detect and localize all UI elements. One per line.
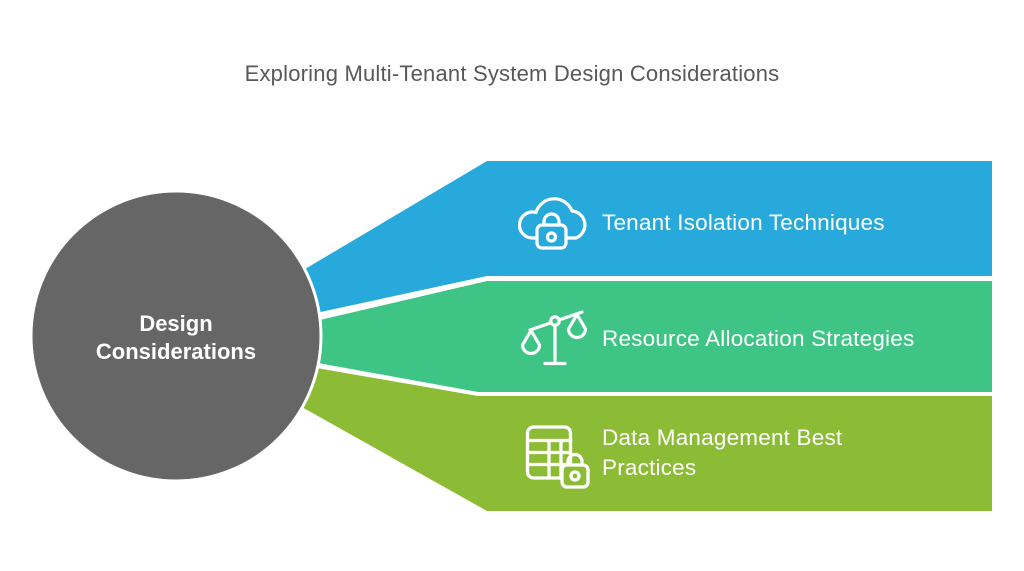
scale-right-pan <box>566 312 588 340</box>
table-lock-icon <box>525 425 590 489</box>
band-shape-resource-allocation <box>307 281 992 392</box>
cloud-lock-icon <box>518 197 587 250</box>
lock-shackle <box>566 452 584 467</box>
lock-body <box>535 223 568 250</box>
balance-scale-icon <box>520 310 588 366</box>
lock-shackle <box>542 212 561 227</box>
band-shape-data-management <box>300 366 992 511</box>
lock-keyhole <box>545 231 558 243</box>
band-label-data-management: Data Management Best Practices <box>602 425 843 480</box>
cloud-outline <box>518 197 587 240</box>
lock-keyhole <box>569 470 581 482</box>
band-shape-tenant-isolation <box>300 161 992 316</box>
lock-body <box>560 463 590 489</box>
scale-left-pan <box>520 328 542 356</box>
band-label-resource-allocation: Resource Allocation Strategies <box>602 326 915 351</box>
diagram-title: Exploring Multi-Tenant System Design Con… <box>244 61 780 86</box>
center-circle-label: Design Considerations <box>95 311 257 364</box>
band-label-tenant-isolation: Tenant Isolation Techniques <box>602 210 885 235</box>
center-circle <box>29 189 323 483</box>
scale-pivot <box>549 315 561 327</box>
